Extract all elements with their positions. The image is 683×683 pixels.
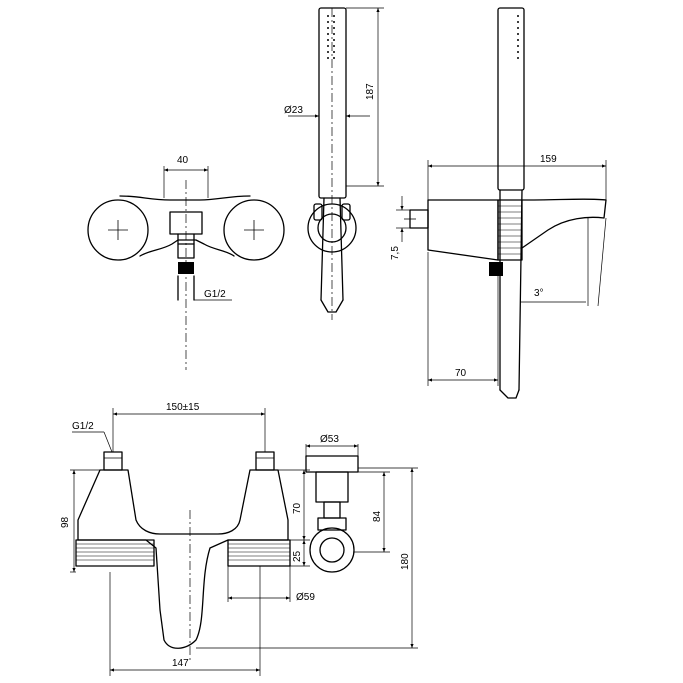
side-view: 159 7,5 3° 70 [390,7,607,399]
top-view: 40 G1/2 [87,155,285,370]
dim-3deg: 3° [534,288,544,299]
top-view-right-handle [223,199,285,261]
front-view: G1/2 150±15 98 70 25 Ø53 84 180 [60,402,418,676]
top-view-body-lower [139,239,235,257]
dim-84: 84 [372,510,383,522]
dim-25: 25 [292,550,303,562]
side-spout [521,198,607,249]
front-bracket-body [315,471,349,503]
dim-70-front: 70 [292,502,303,514]
front-right-inlet [255,451,275,471]
side-hand-shower [497,7,525,191]
dim-159: 159 [540,154,557,165]
hand-shower-holder [307,203,357,253]
front-left-inlet [103,451,123,471]
hand-shower-nozzles [327,15,335,59]
dim-g12-top: G1/2 [204,289,226,300]
front-right-handle [227,539,291,567]
dim-150: 150±15 [166,402,200,413]
front-knurling [76,543,290,561]
top-view-left-handle [87,199,149,261]
dim-98: 98 [60,516,71,528]
dim-187: 187 [365,83,376,100]
hand-shower-head [318,7,347,199]
front-holder-ring [309,527,355,573]
dim-d53: Ø53 [320,434,339,445]
front-body [77,469,289,649]
dim-70-side: 70 [455,368,467,379]
dim-147: 147 [172,658,189,669]
top-view-body-upper [119,195,251,201]
side-knurling [498,205,522,255]
side-body [427,199,499,261]
dim-d23: Ø23 [284,105,303,116]
hand-shower-view: Ø23 187 [284,7,384,320]
dim-40: 40 [177,155,189,166]
front-left-handle [75,539,155,567]
side-outlet [489,262,503,276]
side-hand-shower-nozzles [517,15,519,59]
dim-g12-front: G1/2 [72,421,94,432]
dim-7-5: 7,5 [390,246,401,260]
front-bracket-plate [305,455,359,473]
dim-180: 180 [400,553,411,570]
dim-d59: Ø59 [296,592,315,603]
